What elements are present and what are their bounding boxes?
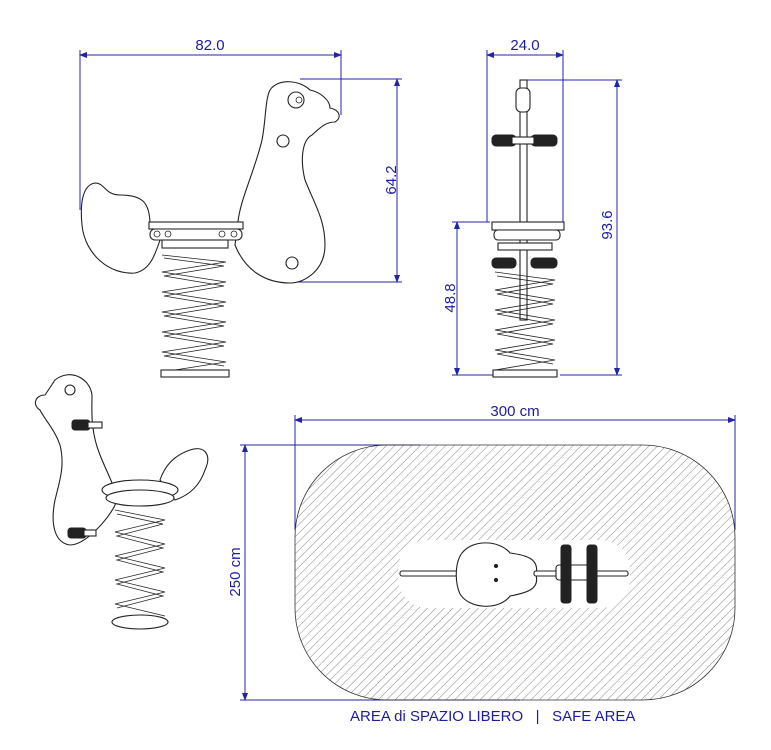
tail-bar (399, 570, 461, 577)
side-view: 82.0 64.2 (79, 37, 402, 378)
spring-base (492, 369, 558, 378)
safe-area-plan: 300 cm 250 cm (227, 403, 736, 701)
dimension-label-side-width: 82.0 (195, 37, 224, 54)
tail-panel (80, 182, 161, 274)
seat-top (455, 542, 538, 607)
spring-cap (161, 239, 229, 249)
dimension-label-side-height: 64.2 (383, 165, 400, 194)
seat-plate (148, 221, 244, 230)
dimension-label-total-height: 93.6 (599, 210, 616, 239)
caption-separator: | (535, 708, 540, 725)
dimension-label-seat-height: 48.8 (442, 283, 459, 312)
handle-boss (515, 87, 531, 113)
footrest-left (491, 257, 517, 269)
caption-english: SAFE AREA (552, 708, 636, 725)
horse-head-panel (234, 81, 340, 284)
seat-clamp (149, 228, 243, 241)
isometric-view (34, 374, 209, 630)
handle-grip-right (530, 134, 558, 147)
dimension-label-area-width: 300 cm (490, 403, 539, 420)
spring-base (111, 614, 169, 630)
handle-grip (71, 419, 91, 431)
spring (161, 254, 227, 373)
horse-head-panel (34, 374, 117, 546)
dimension-label-front-width: 24.0 (510, 37, 539, 54)
footrest-top (560, 544, 572, 604)
safe-area-caption: AREA di SPAZIO LIBERO | SAFE AREA (350, 708, 635, 725)
seat-plate (491, 221, 565, 231)
caption-italian: AREA di SPAZIO LIBERO (350, 708, 524, 725)
dimension-label-area-height: 250 cm (227, 547, 244, 596)
front-view: 24.0 93.6 48.8 (442, 37, 622, 378)
footrest-right (530, 257, 558, 269)
footrest (67, 527, 87, 539)
spring (494, 271, 556, 371)
head-panel-edge (519, 79, 528, 321)
handle-top (586, 544, 598, 604)
spring (114, 509, 166, 617)
bolt (276, 134, 290, 148)
bolt (285, 256, 299, 270)
spring-base (160, 369, 230, 378)
